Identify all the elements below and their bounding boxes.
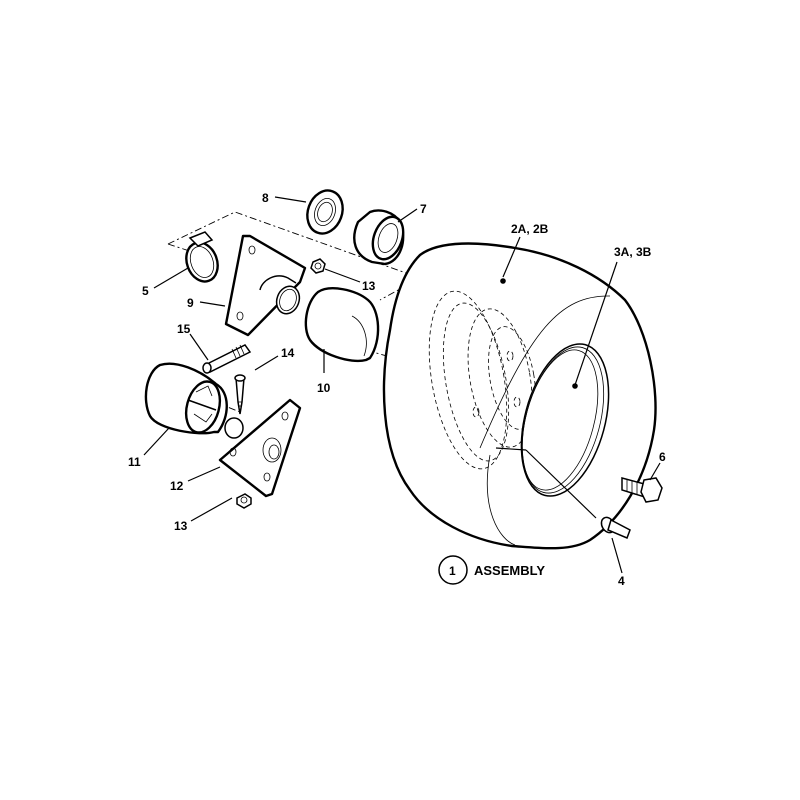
- assembly-legend: 1 ASSEMBLY: [438, 555, 545, 585]
- callout-7: 7: [420, 202, 427, 216]
- part-4-valve-stem: [600, 516, 631, 539]
- part-10-spacer: [304, 287, 380, 363]
- leader-lines: [143, 196, 661, 574]
- part-15-bolt: [202, 344, 252, 374]
- callout-5: 5: [142, 284, 149, 298]
- callout-3a-3b: 3A, 3B: [614, 245, 652, 259]
- callout-4: 4: [618, 574, 625, 588]
- part-13-nut-lower: [236, 493, 252, 509]
- callout-6: 6: [659, 450, 666, 464]
- callout-13-upper: 13: [362, 279, 376, 293]
- part-11-bushing: [144, 362, 228, 435]
- callout-14: 14: [281, 346, 295, 360]
- callout-labels: 8 7 5 9 13 10 15 14 11 12 13 2A, 2B 3A, …: [128, 191, 666, 588]
- callout-8: 8: [262, 191, 269, 205]
- part-8-seal: [306, 189, 344, 235]
- part-13-nut-upper: [310, 258, 326, 274]
- part-9-mounting-plate: [224, 234, 307, 337]
- part-7-bearing: [353, 209, 405, 266]
- callout-2a-2b: 2A, 2B: [511, 222, 549, 236]
- part-3-rim: [520, 343, 610, 497]
- callout-13-lower: 13: [174, 519, 188, 533]
- assembly-number: 1: [449, 564, 456, 578]
- part-12-mounting-plate: [218, 398, 302, 498]
- callout-10: 10: [317, 381, 331, 395]
- part-6-bolt: [621, 477, 663, 503]
- callout-12: 12: [170, 479, 184, 493]
- assembly-number-circle: [438, 555, 468, 585]
- callout-9: 9: [187, 296, 194, 310]
- part-2-tire: [382, 242, 657, 550]
- part-14-bolt: [234, 374, 246, 415]
- callout-15: 15: [177, 322, 191, 336]
- assembly-label: ASSEMBLY: [474, 563, 545, 578]
- callout-11: 11: [128, 455, 141, 469]
- part-5-clamp: [185, 231, 219, 283]
